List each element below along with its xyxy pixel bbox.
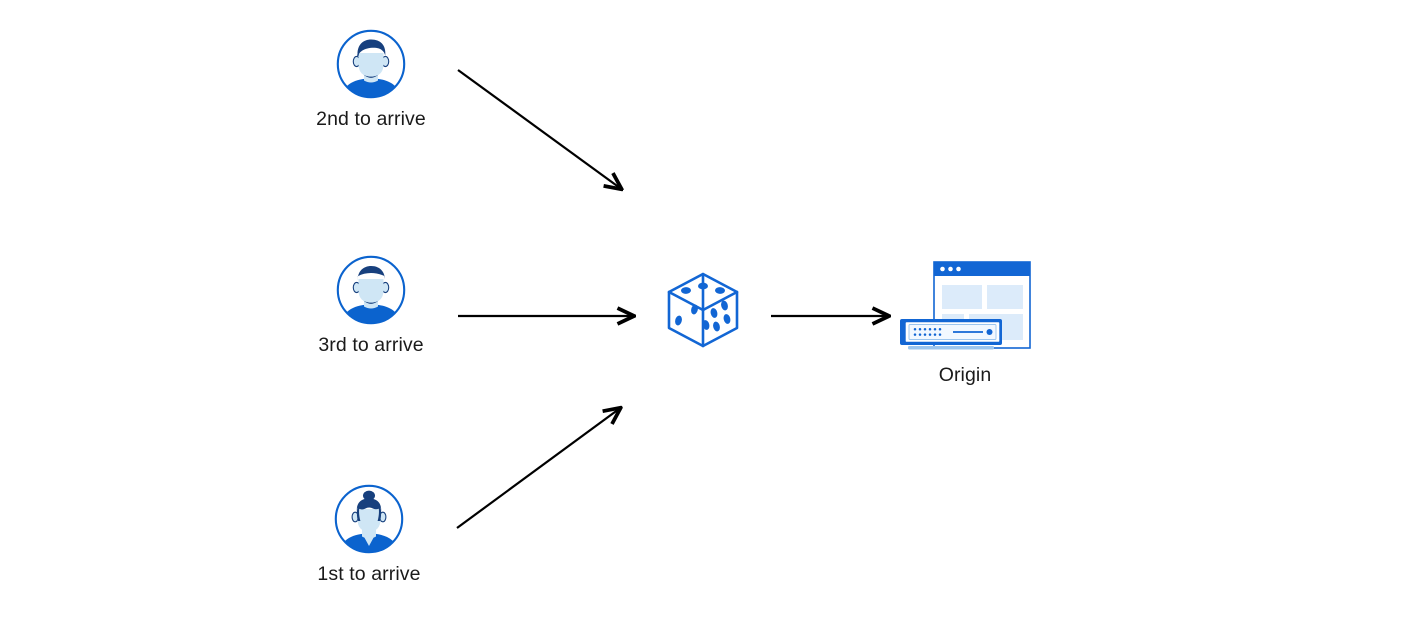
node-label-user-2nd: 2nd to arrive bbox=[316, 108, 426, 130]
dice-top-pips bbox=[681, 282, 725, 294]
dice-right-pips bbox=[702, 300, 731, 332]
node-user-1st[interactable]: 1st to arrive bbox=[303, 483, 435, 586]
node-label-user-3rd: 3rd to arrive bbox=[318, 334, 424, 356]
origin-server-icon bbox=[896, 258, 1034, 358]
node-origin[interactable]: Origin bbox=[896, 258, 1034, 387]
connector-1st-to-dice bbox=[456, 409, 619, 529]
dice-left-pips bbox=[675, 304, 698, 326]
user-avatar-female-icon bbox=[333, 483, 405, 555]
dice-icon bbox=[659, 266, 747, 354]
node-user-2nd[interactable]: 2nd to arrive bbox=[305, 28, 437, 131]
user-avatar-male-icon bbox=[335, 254, 407, 326]
node-dice[interactable] bbox=[657, 266, 749, 354]
node-label-origin: Origin bbox=[938, 364, 992, 386]
connector-2nd-to-dice bbox=[457, 69, 620, 188]
node-label-user-1st: 1st to arrive bbox=[317, 563, 421, 585]
router-device-icon bbox=[900, 319, 1002, 350]
node-user-3rd[interactable]: 3rd to arrive bbox=[305, 254, 437, 357]
user-avatar-male-icon bbox=[335, 28, 407, 100]
